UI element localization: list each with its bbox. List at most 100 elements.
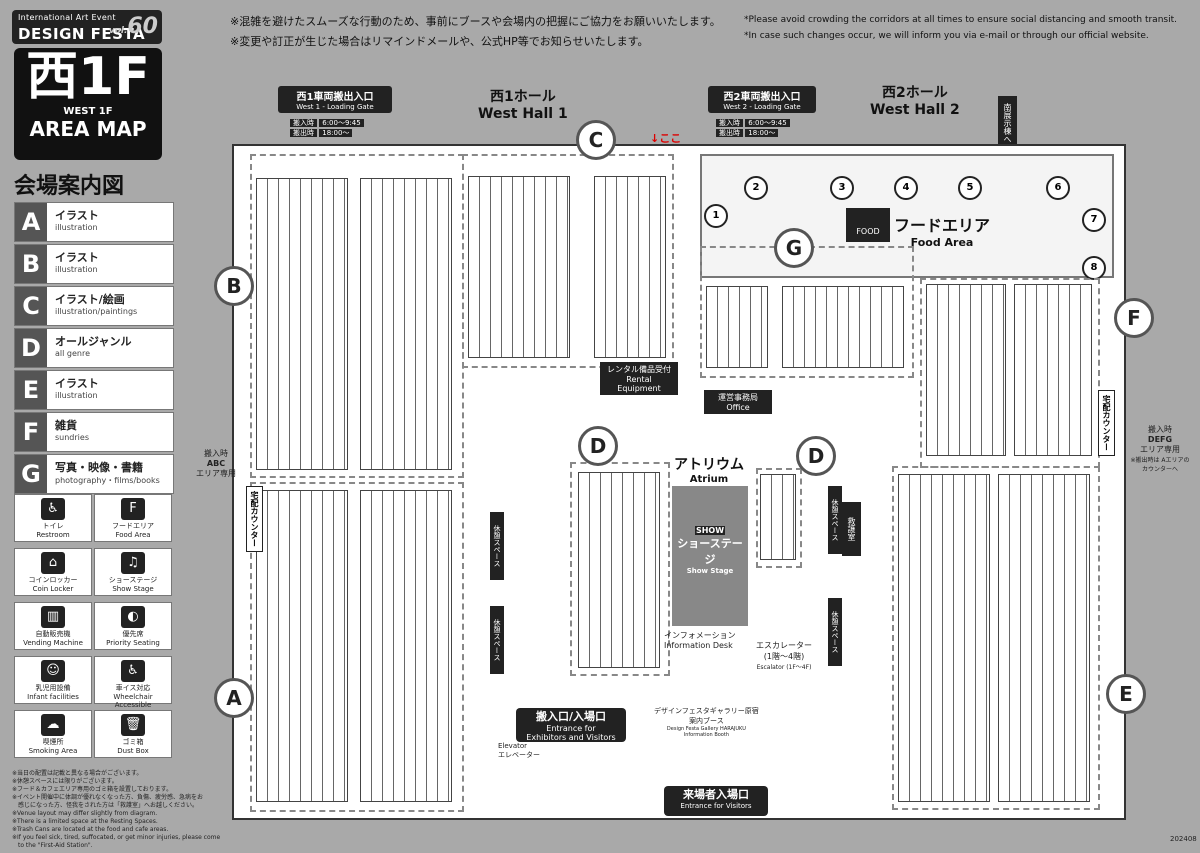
delivery-left-note: 搬入時 ABC エリア専用 <box>194 448 238 479</box>
notice-jp-line: ※変更や訂正が生じた場合はリマインドメールや、公式HP等でお知らせいたします。 <box>230 35 649 48</box>
booth-block-e1 <box>898 474 990 802</box>
floor-title: 西1F <box>26 47 150 107</box>
priority-seating-icon: ◐ <box>121 606 145 628</box>
west2-loading-gate: 西2車両搬出入口 West 2 - Loading Gate <box>708 86 816 113</box>
floor-map: B C レンタル備品受付 Rental Equipment FOOD フードエリ… <box>214 120 1154 820</box>
booth-block-d1 <box>578 472 660 668</box>
floor-subtitle: WEST 1F <box>63 106 113 117</box>
west-hall-2-en: West Hall 2 <box>870 102 960 118</box>
west-hall-1-en: West Hall 1 <box>478 106 568 122</box>
delivery-left-letters: ABC <box>206 459 226 468</box>
rental-en: Rental Equipment <box>617 375 661 393</box>
booth-block-b1 <box>256 178 348 470</box>
delivery-right-letters: DEFG <box>1147 435 1173 444</box>
gate1-out-time: 18:00～ <box>319 129 353 137</box>
gallery-en: Design Festa Gallery HARAJUKU <box>666 726 746 732</box>
event-volume: vol.60 <box>109 14 158 39</box>
office-en: Office <box>726 403 750 412</box>
notice-english: *Please avoid crowding the corridors at … <box>744 12 1177 44</box>
rest-space-3: 休憩スペース <box>828 486 842 554</box>
west1-loading-gate: 西1車両搬出入口 West 1 - Loading Gate <box>278 86 392 113</box>
zone-c <box>462 154 674 368</box>
zone-label-c: C <box>576 120 616 160</box>
food-vehicle-5: 5 <box>958 176 982 200</box>
food-vehicle-8: 8 <box>1082 256 1106 280</box>
gate2-times: 搬入時 6:00～9:45 搬出時 18:00～ <box>716 118 790 138</box>
zone-label-d-right: D <box>796 436 836 476</box>
zone-label-a: A <box>214 678 254 718</box>
facility-jp: フードエリア <box>112 522 154 530</box>
gallery-jp: デザインフェスタギャラリー原宿 <box>654 707 759 715</box>
gate1-times: 搬入時 6:00～9:45 搬出時 18:00～ <box>290 118 364 138</box>
delivery-right-in: 搬入時 <box>1148 425 1172 434</box>
facility-jp: 喫煙所 <box>42 738 64 746</box>
office: 運営事務局 Office <box>704 390 772 414</box>
escalator: エスカレーター (1階～4階) Escalator (1F～4F) <box>756 640 812 671</box>
atrium-en: Atrium <box>689 474 729 485</box>
booth-block-c2 <box>594 176 666 358</box>
area-letter: F <box>15 413 47 451</box>
gallery-jp2: 案内ブース <box>689 717 724 725</box>
gate2-out-time: 18:00～ <box>745 129 779 137</box>
area-map-title: AREA MAP <box>29 117 147 141</box>
notice-en-line: *Please avoid crowding the corridors at … <box>744 15 1177 25</box>
booth-block-f1 <box>926 284 1006 456</box>
facility-en: Coin Locker <box>32 585 74 593</box>
visitor-entrance[interactable]: 来場者入場口 Entrance for Visitors <box>664 786 768 816</box>
info-jp: インフォメーション <box>664 631 736 640</box>
vending-machine-icon: ▥ <box>41 606 65 628</box>
gate2-en: West 2 - Loading Gate <box>723 103 801 111</box>
area-name-jp: 写真・映像・書籍 <box>55 461 143 474</box>
dust-box-icon: 🗑 <box>121 714 145 736</box>
visitor-entrance-en: Entrance for Visitors <box>680 802 752 810</box>
food-vehicle-1: 1 <box>704 204 728 228</box>
first-aid-station: 救護室 <box>842 502 861 556</box>
area-letter: A <box>15 203 47 241</box>
footnote-line: ※フード＆カフェエリア専用のゴミ箱を設置しております。 <box>12 786 173 793</box>
gate1-in-time: 6:00～9:45 <box>319 119 364 127</box>
facility-jp: ショーステージ <box>108 576 158 584</box>
office-jp: 運営事務局 <box>718 393 758 402</box>
wheelchair-icon: ♿ <box>121 660 145 682</box>
delivery-left-in: 搬入時 <box>204 449 228 458</box>
food-area-zone <box>700 154 1114 278</box>
brand-banner: International Art Event DESIGN FESTA vol… <box>12 10 162 44</box>
delivery-right-note-text: エリア専用 <box>1140 445 1180 454</box>
facility-jp: 乳児用設備 <box>35 684 71 692</box>
area-name-en: photography・films/books <box>55 476 160 485</box>
food-area-jp: フードエリア <box>894 216 991 235</box>
zone-label-d-left: D <box>578 426 618 466</box>
area-name-en: illustration <box>55 223 98 232</box>
footnote-line: to the "First-Aid Station". <box>12 842 93 849</box>
area-name-jp: オールジャンル <box>55 335 132 348</box>
delivery-counter-left: 宅配カウンター <box>246 486 263 552</box>
delivery-counter-right: 宅配カウンター <box>1098 390 1115 456</box>
atrium-jp: アトリウム <box>674 457 744 473</box>
zone-e <box>892 466 1100 810</box>
food-vehicle-6: 6 <box>1046 176 1070 200</box>
area-letter: D <box>15 329 47 367</box>
food-vehicle-7: 7 <box>1082 208 1106 232</box>
booth-block-g2 <box>782 286 904 368</box>
event-name: DESIGN FESTA <box>18 25 146 43</box>
notice-en-line: *In case such changes occur, we will inf… <box>744 31 1149 41</box>
facility-jp: トイレ <box>42 522 64 530</box>
visitor-entrance-jp: 来場者入場口 <box>683 788 749 801</box>
area-name-jp: イラスト <box>55 251 99 264</box>
event-volume-number: 60 <box>127 14 158 39</box>
elevator-jp: エレベーター <box>498 751 540 759</box>
delivery-left-note-text: エリア専用 <box>196 469 236 478</box>
facility-en: Wheelchair Accessible <box>113 693 153 709</box>
escalator-en: Escalator (1F～4F) <box>756 664 812 671</box>
delivery-right-note: 搬入時 DEFG エリア専用 ※搬出時は Aエリアのカウンターへ <box>1130 424 1190 473</box>
booth-block-e2 <box>998 474 1090 802</box>
gate1-jp: 西1車両搬出入口 <box>296 92 374 103</box>
food-vehicle-2: 2 <box>744 176 768 200</box>
exhibitor-entrance[interactable]: 搬入口/入場口 Entrance for Exhibitors and Visi… <box>516 708 626 742</box>
atrium-title: アトリウム Atrium <box>674 454 744 485</box>
